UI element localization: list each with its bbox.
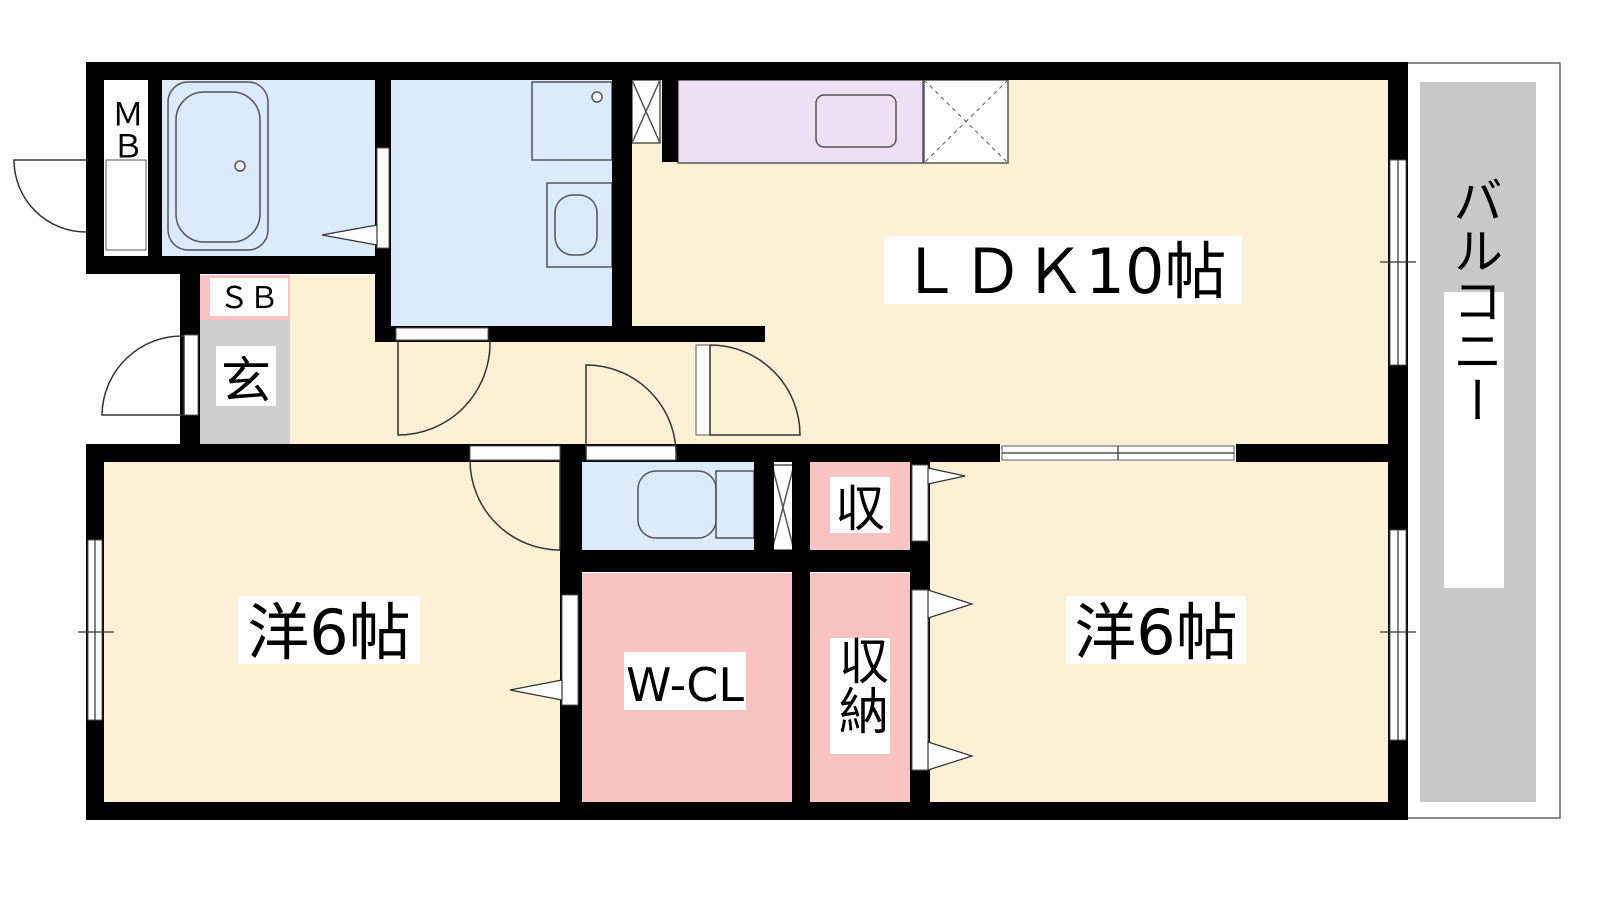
washer-drain <box>591 91 603 103</box>
bathtub <box>167 81 269 251</box>
sliding-door-arrows <box>321 224 974 771</box>
openings <box>87 147 1407 771</box>
toilet-floor <box>577 461 769 561</box>
hallway-floor-2 <box>380 330 700 449</box>
washroom-floor <box>390 77 623 327</box>
room-label-balcony: バルコニー <box>1445 175 1503 425</box>
bathtub-inner <box>175 91 261 243</box>
room-label-shoe-box: ＳＢ <box>219 281 279 316</box>
room-label-entrance: 玄 <box>221 352 271 410</box>
room-label-meter-box: ＭＢ <box>107 98 145 162</box>
closet-door-small-line-2 <box>631 79 661 144</box>
room-label-storage-small: 収 <box>835 480 885 538</box>
window-marks <box>78 160 1416 740</box>
kitchen-sink <box>815 94 897 148</box>
room-label-walk-in-closet: W-CL <box>626 658 744 712</box>
room-label-ldk: ＬＤＫ10帖 <box>900 235 1227 308</box>
vanity-basin <box>554 194 598 256</box>
room-label-western-right: 洋6帖 <box>1074 596 1237 669</box>
closet-door-toilet-line-2 <box>771 464 795 551</box>
room-label-storage-large: 収納 <box>831 635 889 735</box>
cooktop-x-line-2 <box>923 79 1009 164</box>
room-label-western-left: 洋6帖 <box>247 596 410 669</box>
bathtub-drain <box>234 160 246 172</box>
kitchen-counter <box>677 79 924 164</box>
doors <box>13 159 801 551</box>
